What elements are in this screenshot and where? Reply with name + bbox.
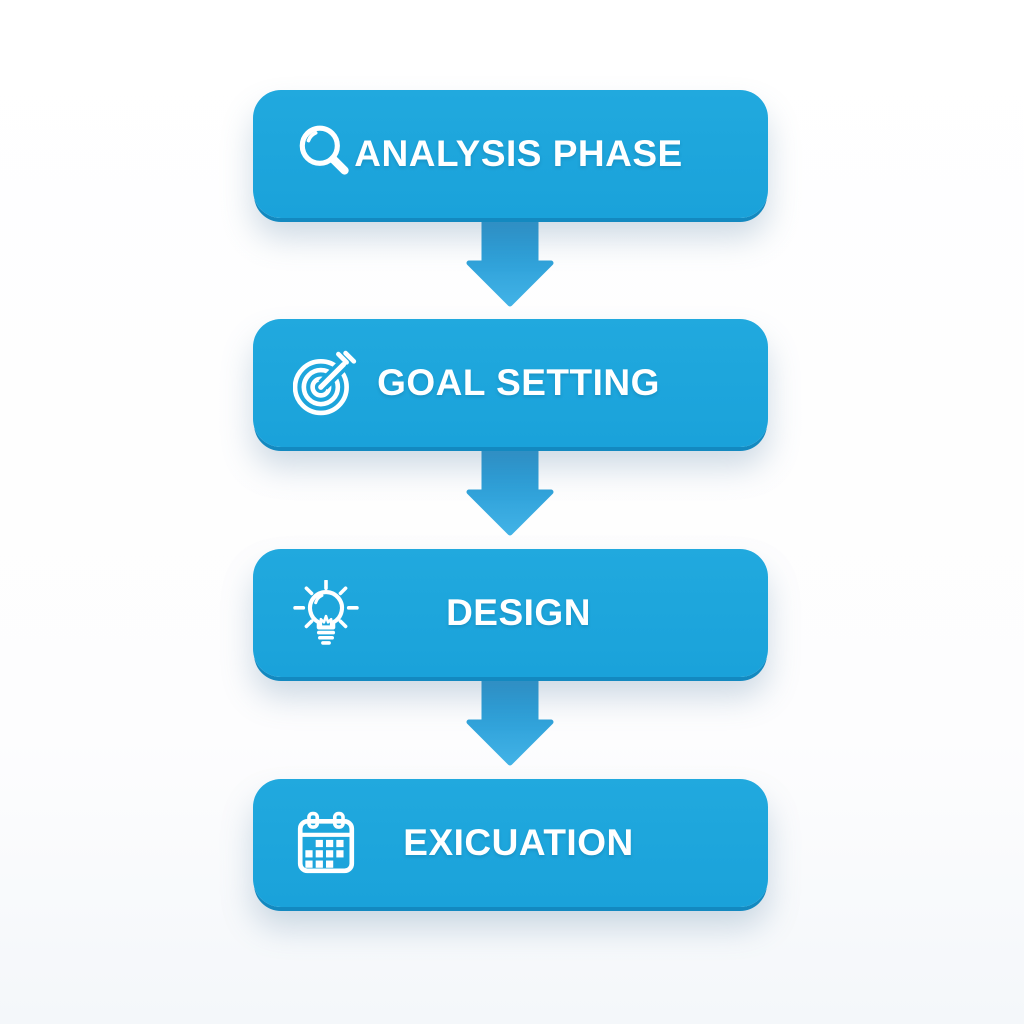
down-arrow-connector-1 (466, 216, 554, 307)
target-dart-icon (293, 350, 357, 416)
step-label: GOAL SETTING (377, 362, 660, 403)
step-box-exicuation: EXICUATION (253, 779, 768, 907)
down-arrow-connector-3 (466, 675, 554, 766)
down-arrow-connector-2 (466, 445, 554, 536)
calendar-icon (297, 811, 355, 874)
step-box-analysis-phase: ANALYSIS PHASE (253, 90, 768, 218)
step-label: DESIGN (446, 592, 591, 633)
step-box-design: DESIGN (253, 549, 768, 677)
magnifier-search-icon (299, 125, 349, 175)
lightbulb-idea-icon (293, 580, 359, 645)
step-box-goal-setting: GOAL SETTING (253, 319, 768, 447)
step-label: EXICUATION (403, 822, 634, 863)
step-label: ANALYSIS PHASE (354, 133, 683, 174)
